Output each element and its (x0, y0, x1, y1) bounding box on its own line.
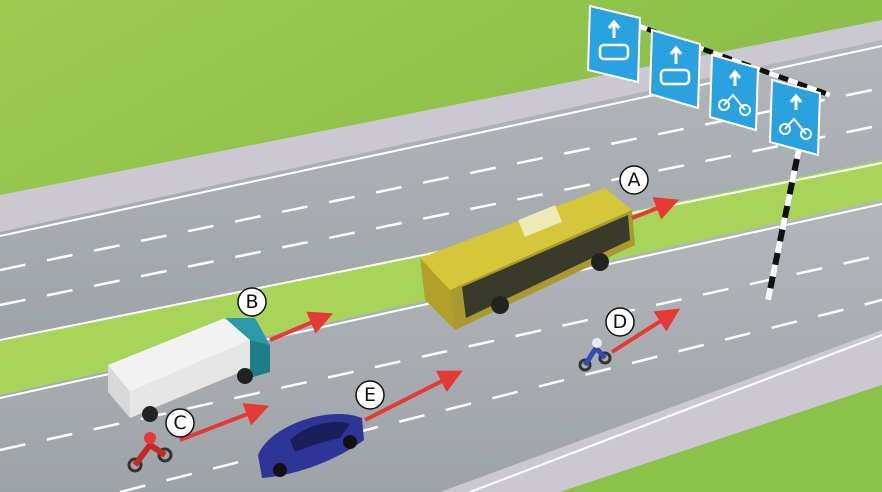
label-d: D (605, 307, 635, 337)
arrow-up-icon (607, 19, 621, 38)
arrow-e-icon (364, 370, 463, 422)
label-b: B (237, 287, 267, 317)
bus-vehicle (420, 188, 635, 330)
car-icon (659, 68, 691, 86)
near-grass (560, 385, 882, 492)
arrow-b-icon (269, 311, 334, 342)
overhead-sign-3 (708, 53, 760, 132)
arrow-up-icon (789, 93, 803, 110)
arrow-d-icon (610, 308, 681, 354)
upper-lane-marking (0, 86, 882, 272)
arrow-up-icon (728, 69, 742, 86)
near-sidewalk (440, 330, 882, 492)
arrow-up-icon (669, 45, 683, 64)
label-d-text: D (613, 311, 628, 333)
label-e-text: E (364, 384, 376, 406)
lower-lane-marking-2 (119, 298, 882, 492)
upper-lane-marking-2 (0, 123, 882, 307)
label-a: A (619, 165, 649, 195)
car-vehicle (258, 413, 364, 478)
overhead-sign-1 (586, 4, 642, 84)
motorbike-d-vehicle (578, 338, 612, 372)
label-c-text: C (173, 412, 186, 434)
label-b-text: B (245, 291, 258, 313)
car-icon (598, 43, 630, 61)
upper-carriageway (0, 40, 882, 345)
overhead-sign-2 (648, 28, 702, 110)
motorbike-c-vehicle (127, 432, 173, 473)
lower-edge-line-2 (469, 334, 882, 492)
overhead-sign-4 (768, 78, 822, 157)
arrow-c-icon (179, 403, 270, 442)
label-c: C (165, 408, 195, 438)
arrow-a-icon (631, 197, 680, 220)
label-e: E (355, 380, 385, 410)
truck-vehicle (108, 318, 270, 422)
label-a-text: A (628, 169, 641, 191)
motorcycle-icon (718, 93, 751, 116)
motorcycle-icon (779, 117, 812, 140)
